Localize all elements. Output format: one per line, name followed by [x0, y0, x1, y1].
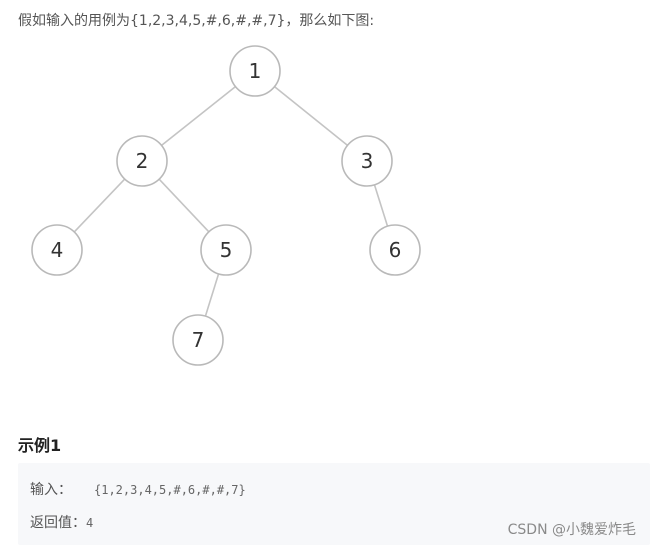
- tree-node-circle: [369, 224, 421, 276]
- problem-intro-text: 假如输入的用例为{1,2,3,4,5,#,6,#,#,7}，那么如下图:: [18, 13, 375, 29]
- tree-edge-n3-n6: [373, 184, 389, 227]
- tree-node-circle: [341, 135, 393, 187]
- tree-node-label: 7: [192, 328, 205, 352]
- example-input-label: 输入：: [30, 482, 72, 498]
- example-output-row: 返回值：4: [30, 512, 93, 532]
- tree-node-label: 3: [361, 149, 374, 173]
- example-output-label: 返回值：: [30, 515, 86, 531]
- tree-edge-n5-n7: [204, 273, 220, 317]
- tree-node-7: 7: [172, 314, 224, 366]
- tree-node-4: 4: [31, 224, 83, 276]
- tree-nodes: 1 2 3 4 5 6 7: [31, 45, 421, 366]
- tree-node-2: 2: [116, 135, 168, 187]
- tree-edge-n1-n3: [273, 86, 349, 146]
- csdn-watermark: CSDN @小魏爱炸毛: [507, 522, 636, 538]
- tree-node-6: 6: [369, 224, 421, 276]
- tree-node-label: 1: [249, 59, 262, 83]
- tree-node-circle: [200, 224, 252, 276]
- tree-node-3: 3: [341, 135, 393, 187]
- tree-node-label: 4: [51, 238, 64, 262]
- tree-edge-n1-n2: [161, 85, 236, 147]
- example-output-value: 4: [86, 516, 94, 530]
- tree-edge-n2-n5: [158, 178, 210, 233]
- tree-node-circle: [31, 224, 83, 276]
- tree-node-label: 5: [220, 238, 233, 262]
- tree-node-label: 2: [136, 149, 149, 173]
- tree-node-circle: [116, 135, 168, 187]
- tree-node-circle: [172, 314, 224, 366]
- binary-tree-diagram: 1 2 3 4 5 6 7: [31, 45, 421, 366]
- tree-node-circle: [229, 45, 281, 97]
- tree-node-1: 1: [229, 45, 281, 97]
- example-input-value: {1,2,3,4,5,#,6,#,#,7}: [94, 483, 246, 497]
- tree-edge-n2-n4: [73, 178, 126, 233]
- example-box: 输入： {1,2,3,4,5,#,6,#,#,7} 返回值：4: [18, 463, 650, 545]
- tree-edges: [73, 85, 389, 317]
- tree-node-5: 5: [200, 224, 252, 276]
- example-title: 示例1: [18, 436, 62, 455]
- tree-node-label: 6: [389, 238, 402, 262]
- example-input-row: 输入： {1,2,3,4,5,#,6,#,#,7}: [30, 479, 246, 499]
